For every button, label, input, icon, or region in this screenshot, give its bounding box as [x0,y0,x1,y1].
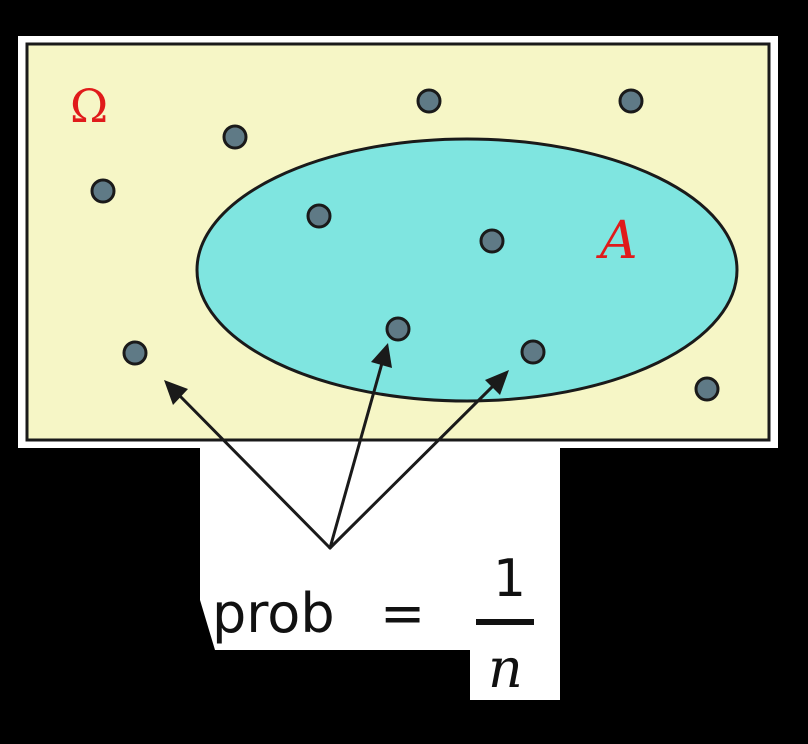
arrow-line-1 [174,390,332,550]
point-p3 [222,124,248,150]
arrowhead-2 [371,343,392,368]
formula-lhs: prob [212,582,335,645]
event-ellipse [195,137,739,403]
point-p2 [618,88,644,114]
formula-equals: = [380,582,425,645]
arrow-line-2 [328,354,386,550]
point-p1 [416,88,442,114]
point-p7 [122,340,148,366]
point-p9 [520,339,546,365]
formula-numerator: 1 [493,549,526,609]
point-p10 [694,376,720,402]
sample-space-label: Ω [70,79,108,133]
point-p8 [385,316,411,342]
arrows-group [174,354,499,550]
arrow-line-3 [328,380,499,550]
formula-denominator: n [488,637,523,700]
point-p5 [306,203,332,229]
fraction-bar [476,619,534,625]
point-p6 [479,228,505,254]
points-group [90,88,720,402]
arrowheads-group [164,343,509,405]
event-label: A [596,211,638,271]
white-backdrop [200,440,560,700]
arrowhead-3 [485,370,509,395]
point-p4 [90,178,116,204]
arrowhead-1 [164,380,188,405]
